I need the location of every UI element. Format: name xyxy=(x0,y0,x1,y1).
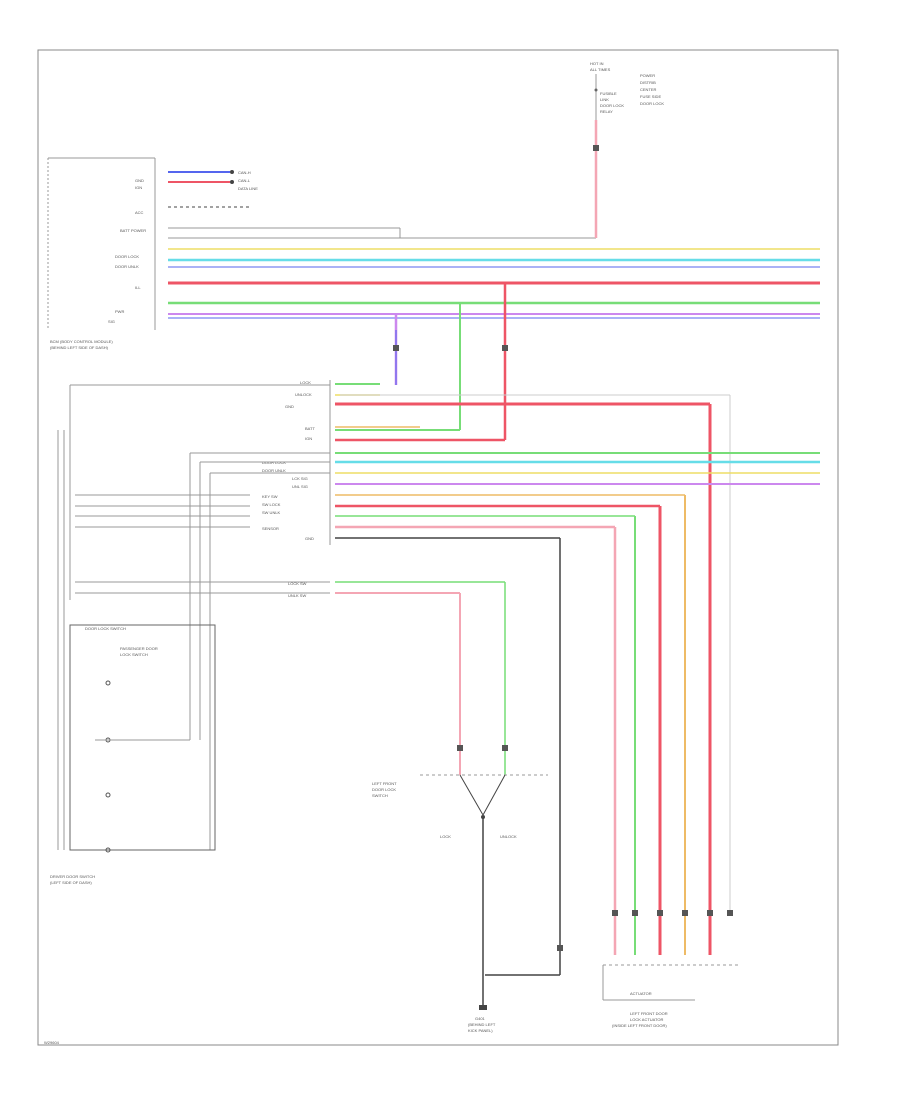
cm-pin-10: KEY SW xyxy=(262,494,278,499)
cm-pin-11: SW LOCK xyxy=(262,502,281,507)
module-connect-wires xyxy=(394,283,507,440)
cm-pin-5: IGN xyxy=(305,436,312,441)
switch-bottom-label-1: DRIVER DOOR SWITCH xyxy=(50,874,95,879)
switch-wires xyxy=(57,384,330,850)
door-switch-label-3: SWITCH xyxy=(372,793,388,798)
center-pin-stubs xyxy=(335,383,731,915)
cm-pin-16: UNLK SW xyxy=(288,593,306,598)
bcm-pin-2: IGN xyxy=(135,185,142,190)
cm-pin-1: LOCK xyxy=(300,380,311,385)
bcm-tag-3: DATA LINE xyxy=(238,186,258,191)
cm-pin-13: SENSOR xyxy=(262,526,279,531)
cm-pin-4: BATT xyxy=(305,426,315,431)
actuator-label-2: LOCK ACTUATOR xyxy=(630,1017,664,1022)
bcm-label-1: BCM (BODY CONTROL MODULE) xyxy=(50,339,113,344)
fuse-text-2: LINK xyxy=(600,97,609,102)
switch-label-1: PASSENGER DOOR xyxy=(120,646,158,651)
cm-pin-14: GND xyxy=(305,536,314,541)
connector-markers xyxy=(393,145,733,951)
ground-label-2: (BEHIND LEFT xyxy=(468,1022,496,1027)
fuse-text-1: FUSIBLE xyxy=(600,91,617,96)
door-switch-sub-2: UNLOCK xyxy=(500,834,517,839)
door-switch-label-1: LEFT FRONT xyxy=(372,781,397,786)
center-module: LOCK UNLOCK GND BATT IGN DOOR LOCK DOOR … xyxy=(262,380,331,598)
bcm-pin-3: ACC xyxy=(135,210,144,215)
ground: G401 (BEHIND LEFT KICK PANEL) xyxy=(468,1005,496,1033)
fuse-note-5: DOOR LOCK xyxy=(640,101,664,106)
cm-pin-8: LCK SIG xyxy=(292,476,308,481)
bcm-pin-9: SIG xyxy=(108,319,115,324)
cm-pin-7: DOOR UNLK xyxy=(262,468,286,473)
fuse-label-2: ALL TIMES xyxy=(590,67,611,72)
actuator-label-3: (INSIDE LEFT FRONT DOOR) xyxy=(612,1023,667,1028)
fuse-text-3: DOOR LOCK xyxy=(600,103,624,108)
switch-label-2: LOCK SWITCH xyxy=(120,652,148,657)
door-switch: LEFT FRONT DOOR LOCK SWITCH LOCK UNLOCK xyxy=(372,774,548,1005)
switch-title: DOOR LOCK SWITCH xyxy=(85,626,126,631)
ground-label-3: KICK PANEL) xyxy=(468,1028,493,1033)
fuse-label-1: HOT IN xyxy=(590,61,604,66)
left-module: GND IGN ACC BATT POWER DOOR LOCK DOOR UN… xyxy=(47,157,596,350)
fuse-block: HOT IN ALL TIMES FUSIBLE LINK DOOR LOCK … xyxy=(590,61,664,120)
bcm-pin-8: PWR xyxy=(115,309,124,314)
door-switch-sub-1: LOCK xyxy=(440,834,451,839)
right-wire-bus xyxy=(335,452,820,976)
cm-pin-12: SW UNLK xyxy=(262,510,281,515)
bcm-pin-6: DOOR UNLK xyxy=(115,264,139,269)
footer-id: W29604 xyxy=(44,1040,60,1045)
fuse-note-4: FUSE SIDE xyxy=(640,94,661,99)
bcm-pin-4: BATT POWER xyxy=(120,228,146,233)
diagram-frame xyxy=(37,49,839,1046)
cm-pin-15: LOCK SW xyxy=(288,581,307,586)
bcm-tag-2: CAN-L xyxy=(238,178,251,183)
fuse-note-1: POWER xyxy=(640,73,655,78)
door-switch-label-2: DOOR LOCK xyxy=(372,787,396,792)
top-wire-bus xyxy=(168,248,820,319)
fuse-note-3: CENTER xyxy=(640,87,657,92)
bcm-pin-1: GND xyxy=(135,178,144,183)
bcm-tag-1: CAN-H xyxy=(238,170,251,175)
cm-pin-2: UNLOCK xyxy=(295,392,312,397)
actuator: ACTUATOR LEFT FRONT DOOR LOCK ACTUATOR (… xyxy=(602,915,740,1028)
switch-bottom-label-2: (LEFT SIDE OF DASH) xyxy=(50,880,92,885)
bcm-pin-5: DOOR LOCK xyxy=(115,254,139,259)
bcm-label-2: (BEHIND LEFT SIDE OF DASH) xyxy=(50,345,109,350)
fuse-note-2: DISTRIB xyxy=(640,80,656,85)
ground-label-1: G401 xyxy=(475,1016,486,1021)
left-switch: DOOR LOCK SWITCH PASSENGER DOOR LOCK SWI… xyxy=(50,624,216,885)
cm-pin-3: GND xyxy=(285,404,294,409)
bcm-pin-7: ILL xyxy=(135,285,141,290)
cm-pin-9: UNL SIG xyxy=(292,484,308,489)
fuse-text-4: RELAY xyxy=(600,109,613,114)
actuator-box-label: ACTUATOR xyxy=(630,991,652,996)
actuator-label-1: LEFT FRONT DOOR xyxy=(630,1011,668,1016)
